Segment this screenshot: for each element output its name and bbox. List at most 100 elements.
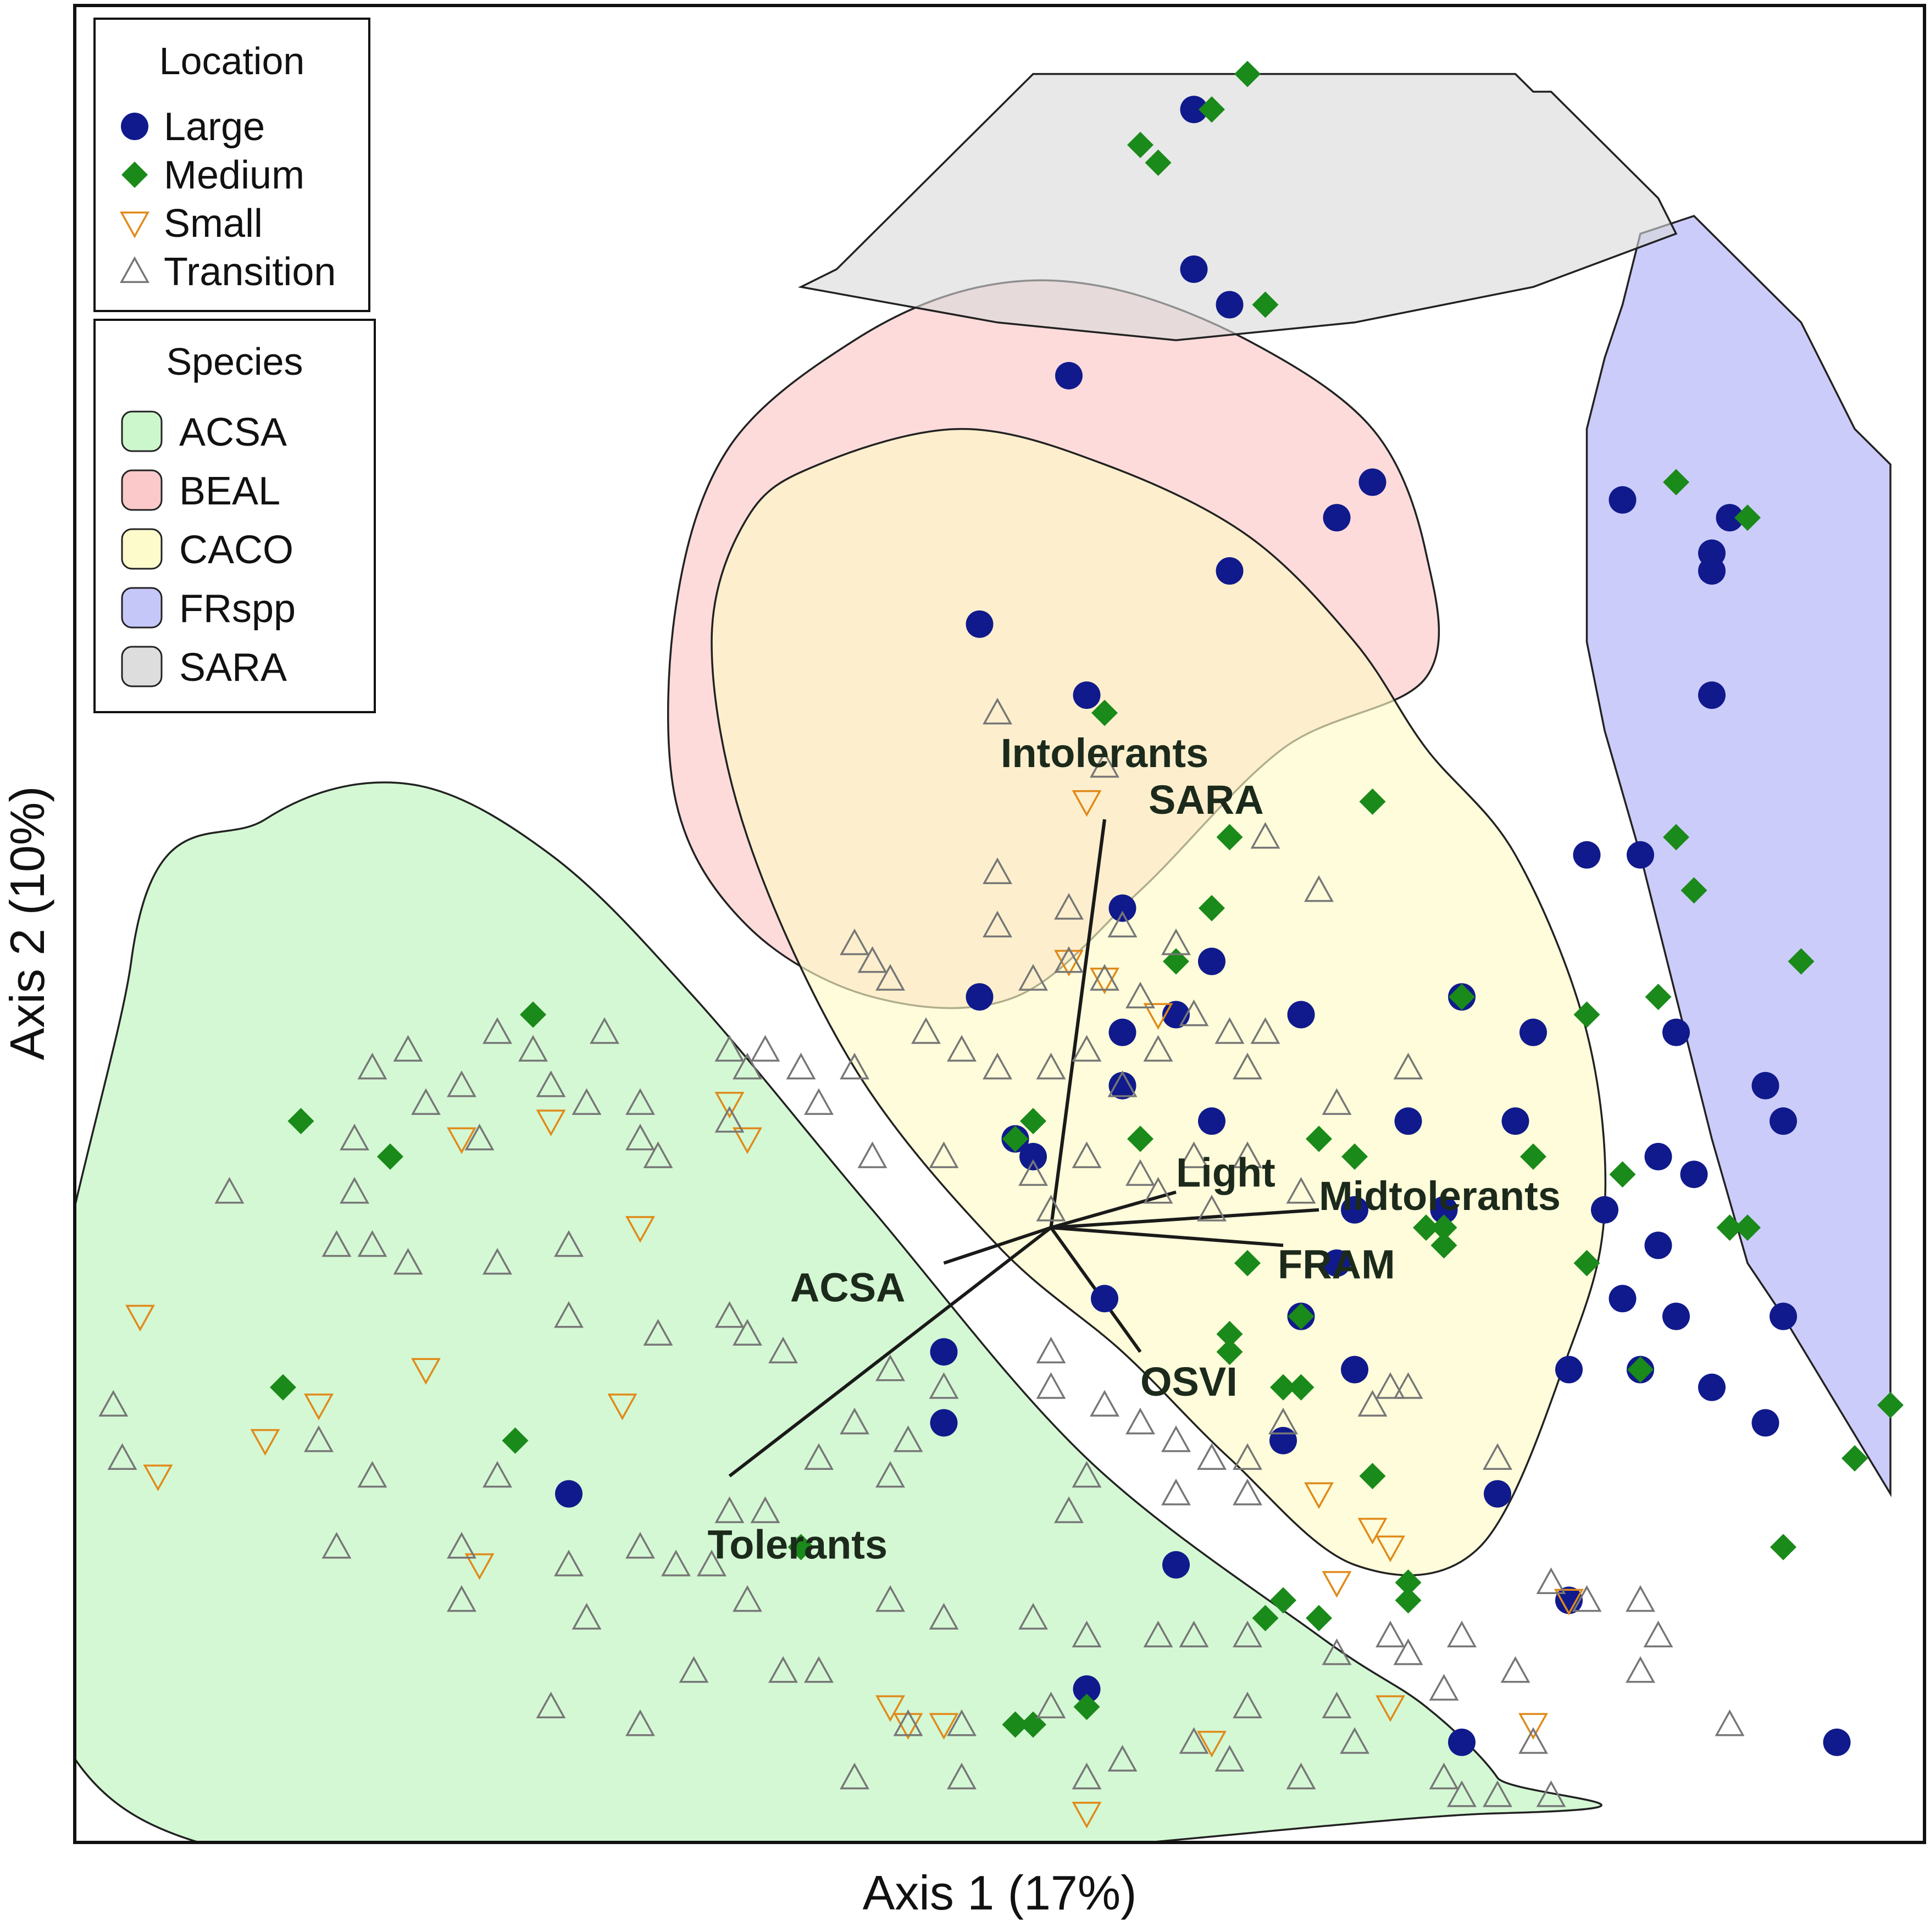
point-medium	[1449, 984, 1475, 1011]
point-medium	[1199, 96, 1225, 123]
point-transition	[1233, 1478, 1262, 1506]
point-large	[1091, 1285, 1118, 1313]
point-transition	[804, 1088, 834, 1115]
point-medium	[1002, 1125, 1029, 1152]
point-transition	[1322, 1088, 1352, 1115]
point-medium	[1573, 1001, 1600, 1028]
point-small	[250, 1429, 280, 1456]
point-transition	[1393, 1052, 1423, 1080]
point-small	[1554, 1589, 1584, 1616]
point-medium	[787, 1534, 814, 1561]
y-axis-label: Axis 2 (10%)	[0, 786, 54, 1061]
point-transition	[321, 1531, 352, 1559]
point-large	[1823, 1728, 1851, 1756]
point-transition	[1643, 1620, 1673, 1647]
point-transition	[983, 857, 1012, 885]
point-medium	[1788, 948, 1815, 975]
point-transition	[1447, 1620, 1477, 1647]
point-transition	[840, 1052, 869, 1080]
point-small	[125, 1304, 155, 1332]
point-transition	[1233, 1052, 1262, 1080]
point-large	[1216, 291, 1244, 319]
point-transition	[625, 1088, 655, 1115]
point-small	[625, 1216, 655, 1243]
point-medium	[1252, 1605, 1279, 1631]
point-medium	[1020, 1108, 1046, 1135]
point-transition	[733, 1319, 762, 1346]
point-transition	[1072, 1762, 1102, 1790]
point-small	[464, 1553, 495, 1580]
point-transition	[1286, 1176, 1316, 1204]
point-large	[1555, 1356, 1583, 1384]
point-transition	[447, 1070, 476, 1097]
point-transition	[983, 911, 1012, 937]
point-small	[143, 1464, 173, 1491]
point-transition	[1233, 1141, 1262, 1168]
vector-label-light: Light	[1176, 1150, 1275, 1196]
point-large	[1073, 681, 1101, 709]
point-small	[447, 1127, 476, 1154]
point-transition	[482, 1461, 512, 1488]
point-medium	[1199, 895, 1225, 921]
point-large	[1501, 1107, 1529, 1135]
point-transition	[1447, 1780, 1477, 1807]
point-transition	[482, 1017, 512, 1044]
point-large	[1108, 1072, 1136, 1100]
vector-acsa	[943, 1226, 1052, 1265]
point-transition	[98, 1390, 129, 1417]
point-small	[411, 1358, 441, 1385]
legend-marker-large	[121, 113, 148, 140]
point-medium	[1306, 1605, 1332, 1631]
point-transition	[875, 964, 905, 991]
legend-label-beal: BEAL	[179, 469, 280, 513]
legend-swatch-frspp	[121, 587, 163, 629]
point-transition	[1143, 1176, 1173, 1204]
point-medium	[1520, 1143, 1546, 1170]
point-transition	[947, 1035, 977, 1062]
point-transition	[947, 1762, 977, 1790]
point-large	[1519, 1018, 1547, 1046]
legend-swatch-acsa	[121, 410, 163, 452]
point-transition	[1572, 1585, 1602, 1612]
point-transition	[1500, 1656, 1530, 1683]
legend-label-medium: Medium	[164, 153, 304, 197]
point-medium	[1216, 1320, 1243, 1347]
point-transition	[1429, 1674, 1459, 1701]
point-transition	[857, 946, 888, 973]
point-large	[1108, 894, 1136, 922]
point-transition	[1626, 1656, 1655, 1683]
legend-location-box	[93, 18, 370, 312]
vector-sara	[1049, 819, 1106, 1228]
legend-label-sara: SARA	[179, 646, 287, 690]
point-medium	[1663, 824, 1689, 851]
point-medium	[1734, 504, 1761, 531]
point-large	[1644, 1231, 1672, 1259]
point-large	[1430, 1196, 1458, 1224]
point-small	[1090, 967, 1119, 995]
point-medium	[1002, 1711, 1029, 1738]
point-medium	[1359, 1463, 1386, 1490]
point-medium	[1341, 1143, 1368, 1170]
point-medium	[1842, 1445, 1868, 1472]
point-transition	[1393, 1638, 1423, 1665]
point-large	[1323, 504, 1351, 532]
point-transition	[1322, 1691, 1352, 1719]
point-medium	[1430, 1232, 1457, 1259]
point-large	[1198, 947, 1225, 975]
legend-location-title: Location	[159, 40, 305, 82]
point-transition	[1090, 751, 1119, 778]
point-large	[1609, 1285, 1637, 1313]
point-transition	[447, 1531, 476, 1559]
point-transition	[714, 1496, 745, 1523]
vector-label-midtolerants: Midtolerants	[1319, 1173, 1561, 1219]
point-medium	[1413, 1214, 1439, 1241]
point-small	[1054, 950, 1084, 977]
point-transition	[357, 1230, 387, 1257]
point-transition	[1072, 1461, 1102, 1488]
point-transition	[875, 1585, 905, 1612]
region-caco	[711, 428, 1607, 1576]
point-transition	[947, 1709, 977, 1736]
point-transition	[1107, 911, 1138, 937]
point-medium	[1306, 1125, 1332, 1152]
